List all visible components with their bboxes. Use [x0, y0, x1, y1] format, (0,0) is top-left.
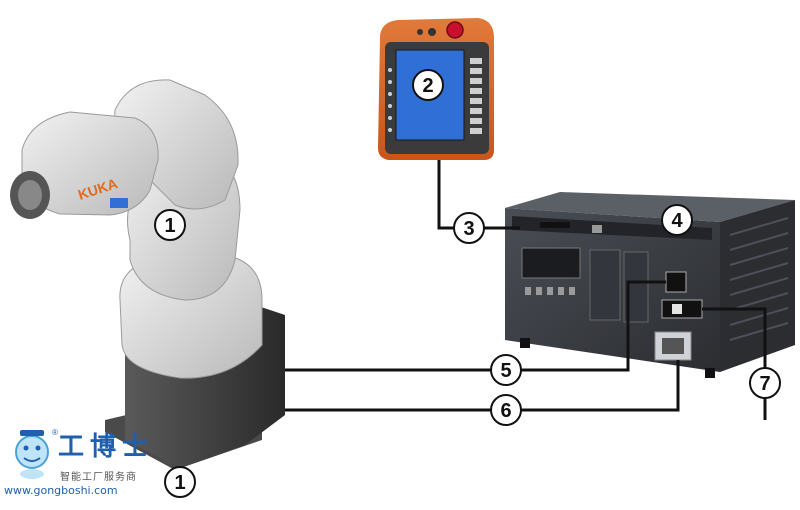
- controller-top: [505, 192, 795, 222]
- controller-module: [589, 249, 621, 321]
- robot-controller: [505, 192, 795, 378]
- callout-2-label: 2: [422, 75, 433, 97]
- callout-6: 6: [490, 394, 522, 426]
- callout-5-label: 5: [500, 360, 511, 382]
- controller-switches: [525, 287, 575, 295]
- watermark-title: 工博士: [58, 432, 155, 462]
- emergency-stop-icon: [446, 21, 464, 39]
- watermark-mascot-icon: [15, 430, 49, 479]
- callout-2: 2: [412, 69, 444, 101]
- callout-4-label: 4: [671, 210, 683, 232]
- motor-connector: [665, 271, 687, 293]
- controller-display: [521, 247, 581, 279]
- callout-4: 4: [661, 204, 693, 236]
- callout-3: 3: [453, 212, 485, 244]
- controller-foot-2: [705, 368, 715, 378]
- controller-port-icon: [592, 225, 602, 233]
- watermark-url: www.gongboshi.com: [4, 484, 118, 497]
- callout-7-label: 7: [759, 373, 770, 395]
- watermark-subtitle: 智能工厂服务商: [60, 472, 137, 483]
- callout-1-lower: 1: [164, 466, 196, 498]
- robot-arm: KUKA: [10, 79, 285, 470]
- callout-1: 1: [154, 209, 186, 241]
- watermark-reg-mark: ®: [52, 428, 58, 437]
- robot-accent: [110, 198, 128, 208]
- controller-foot: [520, 338, 530, 348]
- callout-5: 5: [490, 354, 522, 386]
- pendant-right-keys: [470, 58, 482, 134]
- callout-1-lower-label: 1: [174, 472, 185, 494]
- pendant-left-keys: [388, 68, 392, 132]
- callout-6-label: 6: [500, 400, 511, 422]
- data-cable: [285, 360, 680, 412]
- callout-3-label: 3: [463, 218, 474, 240]
- motor-cable: [285, 280, 666, 372]
- callout-1-label: 1: [164, 215, 175, 237]
- pendant-cable: [437, 160, 520, 230]
- pendant-led-icon: [417, 29, 423, 35]
- controller-vents: [729, 217, 789, 341]
- callout-7: 7: [749, 367, 781, 399]
- robot-tool-flange: [18, 180, 42, 210]
- controller-slot: [540, 222, 570, 228]
- key-switch-icon: [428, 28, 436, 36]
